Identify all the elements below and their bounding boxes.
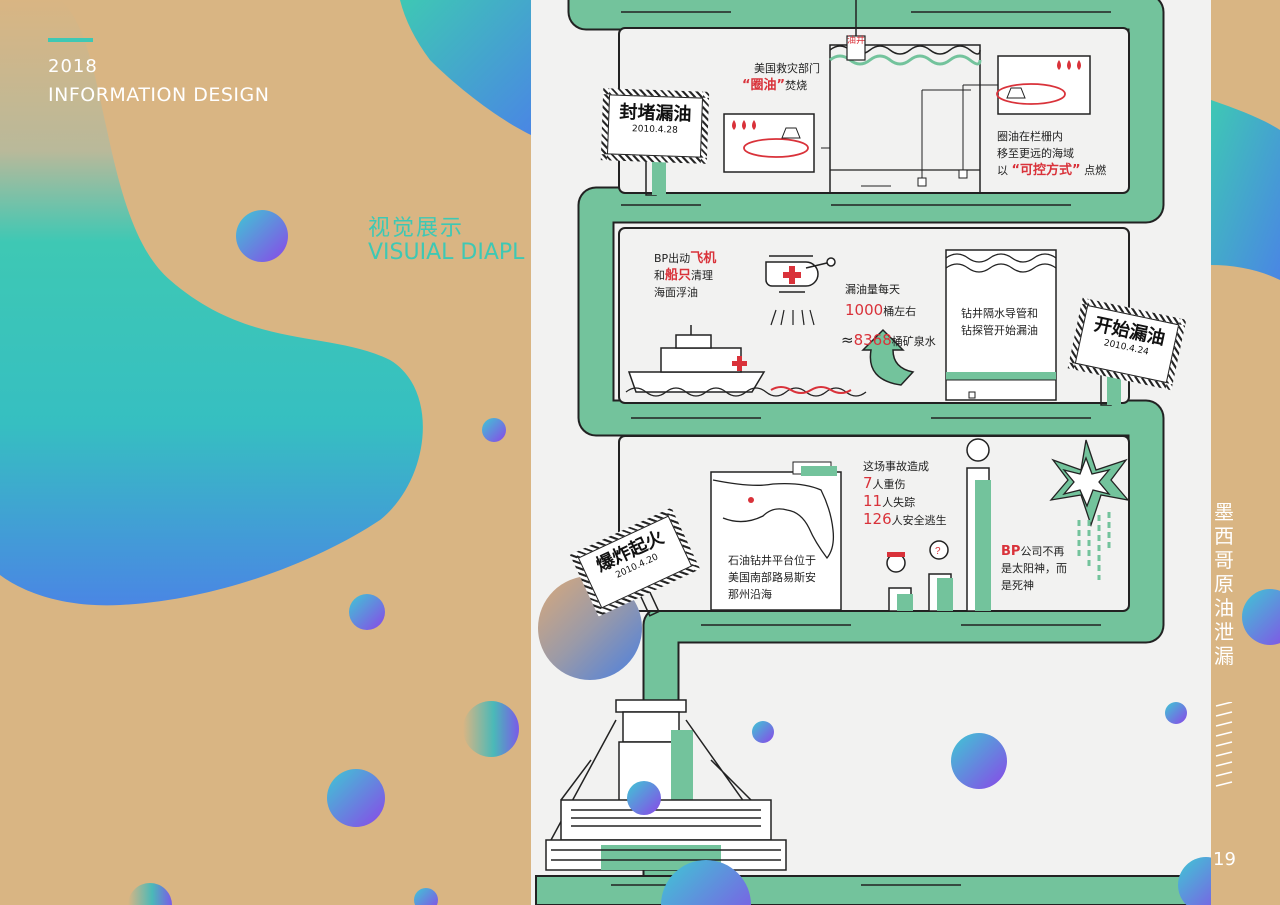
contain-text: 圈油在栏栅内 移至更远的海域 以 “可控方式” 点燃 [997, 130, 1107, 178]
leak-amount-text: 漏油量每天 1000桶左右 ≈8368桶矿泉水 [841, 283, 936, 349]
page-number: 19 [1213, 849, 1236, 870]
section-title-en: VISUIAL DIAPL [368, 240, 525, 265]
infographic-poster: ? 油井 美国救灾部门 “圈油”焚烧 [531, 0, 1211, 905]
header-accent-line [48, 38, 93, 42]
riser-pipe-box [945, 249, 1057, 401]
oil-well-label: 油井 [847, 36, 866, 46]
drilling-platform-illustration [545, 699, 787, 871]
rescue-ship-icon [627, 325, 766, 393]
bp-verdict-text: BP公司不再 是太阳神，而 是死神 [1001, 544, 1067, 592]
map-illustration [710, 461, 842, 611]
rescue-text: 美国救灾部门 “圈油”焚烧 [742, 62, 820, 93]
location-text: 石油钻井平台位于 美国南部路易斯安 那州沿海 [728, 554, 816, 601]
sun-icon [1049, 439, 1130, 528]
section-title-cn: 视觉展示 [368, 216, 465, 241]
side-title-cn: 墨西哥原油泄漏 [1214, 500, 1234, 668]
header-title: INFORMATION DESIGN [48, 84, 270, 106]
sign-seal-leak: 封堵漏油 2010.4.28 [600, 88, 710, 164]
poster-illustration: ? [535, 0, 1211, 905]
casualty-text: 这场事故造成 7人重伤 11人失踪 126人安全逃生 [863, 460, 947, 528]
side-stripes [1215, 702, 1233, 787]
oil-well-illustration [821, 0, 999, 194]
pipe-leak-text: 钻井隔水导管和 钻探管开始漏油 [961, 307, 1038, 337]
bp-cleanup-text: BP出动飞机 和船只清理 海面浮油 [654, 251, 717, 299]
header-year: 2018 [48, 56, 98, 77]
svg-text:?: ? [935, 546, 941, 557]
winding-road [567, 0, 1165, 905]
